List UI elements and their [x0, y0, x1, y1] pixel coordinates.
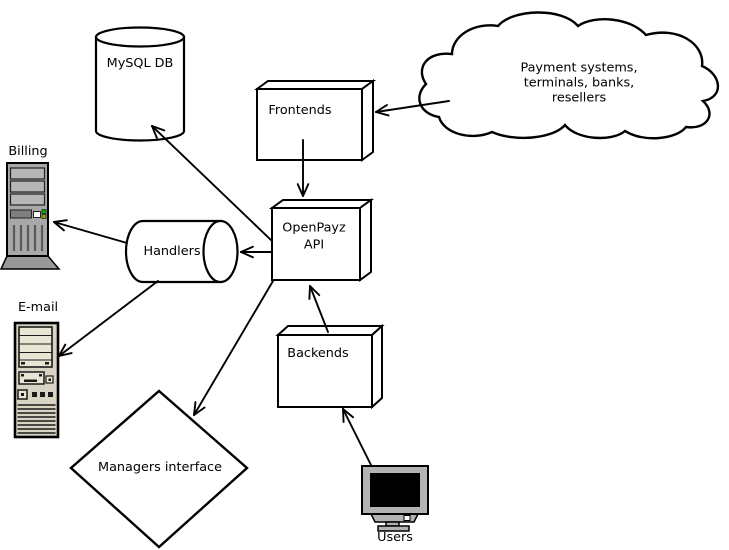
openpayz-api-box	[268, 198, 375, 282]
handlers-cylinder	[124, 219, 239, 284]
arrow-api-to-managers	[193, 280, 274, 416]
arrow-api-to-handlers	[240, 245, 273, 259]
billing-server-icon	[0, 162, 61, 270]
connection-arrows	[53, 100, 450, 466]
managers-interface-diamond	[69, 389, 249, 549]
mysql-db-cylinder	[94, 26, 186, 142]
arrow-users-to-backends	[342, 408, 372, 466]
arrow-handlers-to-billing	[53, 219, 128, 244]
backends-box	[275, 323, 385, 410]
payment-cloud-shape	[418, 11, 720, 140]
arrow-frontends-to-api	[296, 139, 310, 197]
email-server-icon	[13, 321, 60, 439]
users-computer-icon	[361, 465, 429, 532]
frontends-box	[253, 79, 377, 162]
arrow-api-to-mysql	[151, 125, 273, 242]
arrow-handlers-to-email	[58, 280, 159, 357]
arrow-cloud-to-frontends	[375, 100, 450, 117]
arrow-backends-to-api	[308, 285, 329, 333]
